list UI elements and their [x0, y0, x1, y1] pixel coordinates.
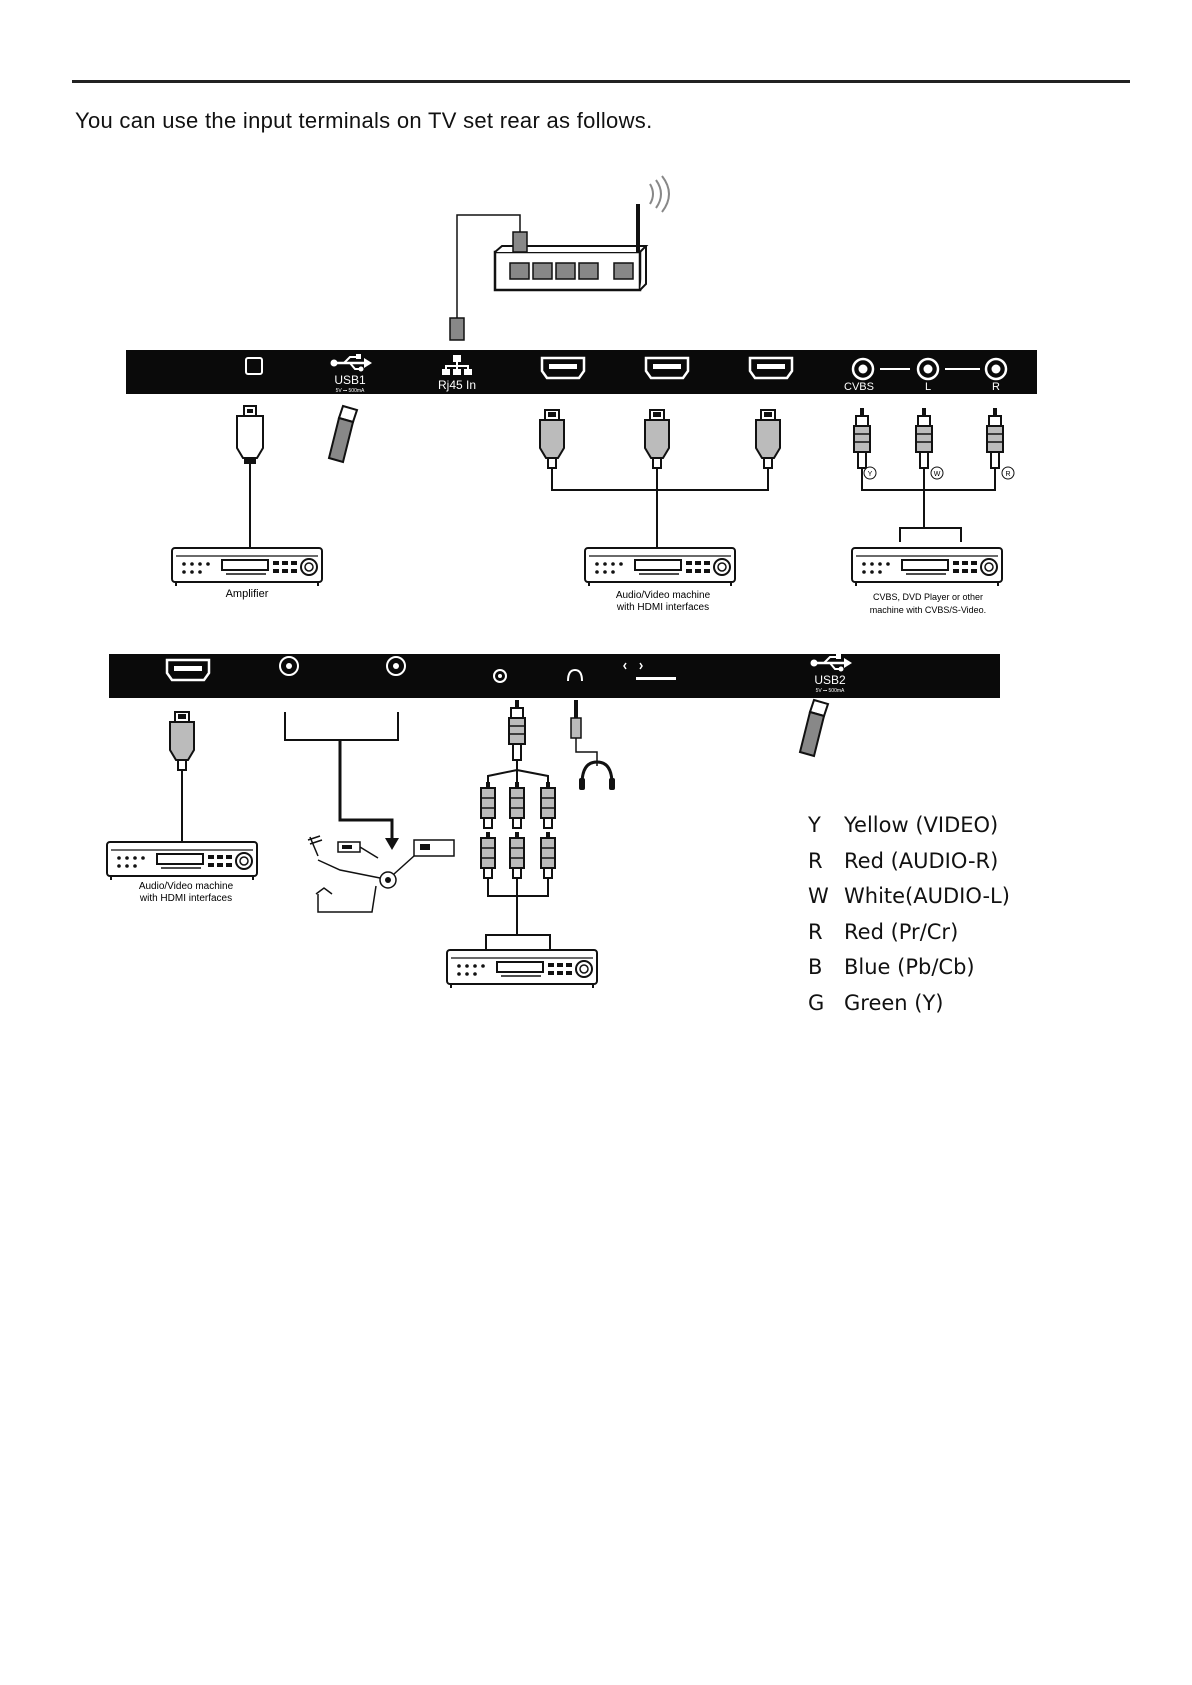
legend-row: W White(AUDIO-L): [808, 879, 1010, 915]
hdmi-device-label-2: with HDMI interfaces: [616, 602, 709, 613]
usb-icon: [330, 354, 372, 372]
legend-row: R Red (Pr/Cr): [808, 915, 1010, 951]
card-slot[interactable]: [636, 677, 676, 680]
network-icon: [442, 355, 472, 375]
legend-code: G: [808, 990, 825, 1015]
optical-port[interactable]: [245, 357, 263, 375]
antenna-port-1[interactable]: [279, 656, 299, 676]
legend-code: Y: [808, 813, 821, 837]
usb2-spec: 5V ⎓ 500mA: [816, 688, 845, 694]
hdmi2-device-label-2: with HDMI interfaces: [139, 893, 232, 904]
rca-cables: [853, 407, 1015, 542]
hdmi-av-device: [584, 547, 736, 587]
amplifier-label: Amplifier: [226, 588, 269, 600]
tv-panel-side: [109, 654, 1000, 698]
top-rule: [72, 80, 1130, 83]
usb-stick-2: [799, 699, 829, 757]
hdmi-device-label-1: Audio/Video machine: [616, 590, 711, 601]
av-in-cable: [480, 699, 556, 950]
legend-text: Red (Pr/Cr): [844, 919, 959, 944]
antenna-port-2[interactable]: [386, 656, 406, 676]
usb1-spec: 5V ⎓ 500mA: [336, 388, 365, 394]
intro-text: You can use the input terminals on TV se…: [75, 108, 653, 133]
optical-cable: [236, 405, 264, 548]
card-slot-icon: [623, 662, 643, 670]
usb2-label: USB2: [814, 673, 846, 687]
legend-text: Blue (Pb/Cb): [844, 955, 975, 980]
usb-stick: [328, 405, 358, 463]
hdmi-cables: [539, 409, 781, 548]
cvbs-label: CVBS: [844, 381, 874, 393]
usb1-label: USB1: [334, 373, 366, 387]
r-label: R: [992, 381, 1000, 393]
cable-mark-r: R: [1005, 471, 1010, 478]
cable-mark-y: Y: [868, 471, 873, 478]
usb2-icon: [810, 654, 852, 672]
hdmi-cable-side: [169, 711, 195, 842]
legend-text: Yellow (VIDEO): [844, 813, 999, 837]
cvbs-device-label-1: CVBS, DVD Player or other: [873, 592, 983, 602]
hdmi2-device-label-1: Audio/Video machine: [139, 881, 234, 892]
legend-row: Y Yellow (VIDEO): [808, 808, 1010, 844]
legend-code: R: [808, 919, 823, 944]
hdmi-av-device-2: [106, 841, 258, 881]
cvbs-device: [851, 547, 1003, 587]
legend-row: R Red (AUDIO-R): [808, 844, 1010, 880]
amplifier-device: [171, 547, 323, 587]
cable-mark-w: W: [934, 471, 941, 478]
l-label: L: [925, 381, 931, 393]
legend-code: W: [808, 884, 829, 909]
legend-row: B Blue (Pb/Cb): [808, 950, 1010, 986]
legend-code: R: [808, 848, 823, 873]
legend-code: B: [808, 955, 823, 980]
router: [449, 175, 670, 341]
rj45-label: Rj45 In: [438, 378, 476, 392]
legend-text: Red (AUDIO-R): [844, 848, 999, 873]
cvbs-device-label-2: machine with CVBS/S-Video.: [870, 605, 986, 615]
legend-text: Green (Y): [844, 990, 944, 1015]
color-legend: Y Yellow (VIDEO) R Red (AUDIO-R) W White(AUDI…: [808, 808, 1010, 1022]
av-in-port[interactable]: [493, 669, 507, 683]
headphone-cable: [570, 700, 598, 766]
av-in-device: [446, 949, 598, 989]
headphones-icon: [579, 760, 615, 790]
headphone-icon: [567, 668, 583, 682]
antenna-connection: [284, 712, 455, 913]
legend-text: White(AUDIO-L): [844, 884, 1010, 909]
legend-row: G Green (Y): [808, 986, 1010, 1022]
